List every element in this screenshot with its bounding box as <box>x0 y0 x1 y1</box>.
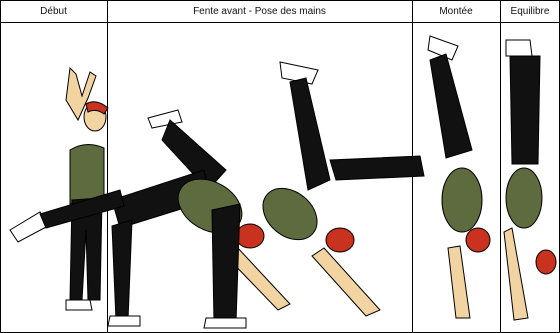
figure-fente-1 <box>10 110 290 326</box>
figure-debut <box>66 68 108 310</box>
figure-montee <box>330 36 490 318</box>
figure-equilibre <box>504 40 556 320</box>
